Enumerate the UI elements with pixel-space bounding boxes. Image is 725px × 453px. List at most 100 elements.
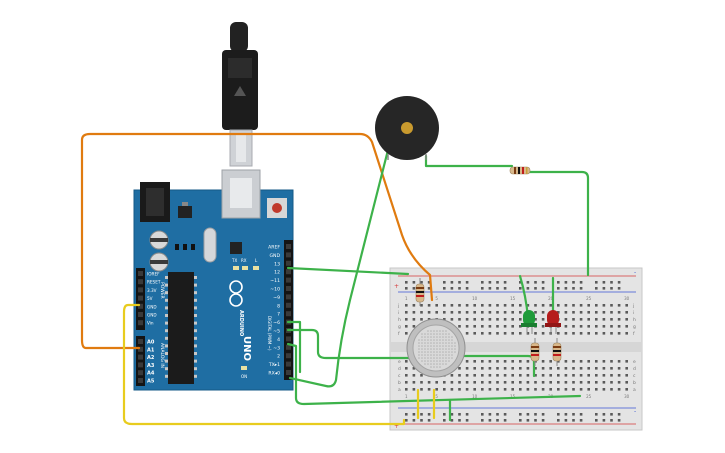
breadboard-hole[interactable] — [465, 374, 469, 377]
breadboard-hole[interactable] — [519, 360, 522, 363]
breadboard-hole[interactable] — [534, 332, 537, 335]
breadboard-hole[interactable] — [587, 360, 590, 363]
breadboard-hole[interactable] — [443, 419, 446, 422]
breadboard-hole[interactable] — [458, 374, 461, 377]
breadboard-hole[interactable] — [488, 419, 492, 422]
breadboard-hole[interactable] — [496, 374, 499, 377]
breadboard-hole[interactable] — [564, 311, 568, 314]
breadboard-hole[interactable] — [420, 311, 423, 314]
digital-pin-hole[interactable] — [286, 294, 291, 300]
breadboard-hole[interactable] — [488, 374, 492, 377]
breadboard-hole[interactable] — [488, 413, 492, 416]
breadboard-hole[interactable] — [564, 360, 568, 363]
green-wire-pin6[interactable] — [286, 320, 302, 374]
breadboard-hole[interactable] — [458, 381, 461, 384]
breadboard-hole[interactable] — [549, 360, 552, 363]
breadboard-hole[interactable] — [587, 367, 590, 370]
breadboard-hole[interactable] — [450, 311, 454, 314]
breadboard-hole[interactable] — [458, 325, 461, 328]
breadboard-hole[interactable] — [625, 381, 628, 384]
breadboard-hole[interactable] — [610, 374, 613, 377]
breadboard-hole[interactable] — [526, 388, 530, 391]
breadboard-hole[interactable] — [617, 381, 621, 384]
breadboard-hole[interactable] — [572, 304, 575, 307]
breadboard-hole[interactable] — [595, 367, 598, 370]
digital-pin-hole[interactable] — [286, 311, 291, 317]
breadboard-hole[interactable] — [405, 367, 408, 370]
breadboard-hole[interactable] — [496, 281, 499, 284]
breadboard-hole[interactable] — [465, 388, 469, 391]
digital-pin-hole[interactable] — [286, 252, 291, 258]
breadboard-hole[interactable] — [503, 281, 507, 284]
breadboard-hole[interactable] — [541, 311, 545, 314]
breadboard-hole[interactable] — [541, 360, 545, 363]
breadboard-hole[interactable] — [458, 419, 461, 422]
breadboard-hole[interactable] — [587, 374, 590, 377]
breadboard-hole[interactable] — [617, 332, 621, 335]
breadboard-hole[interactable] — [625, 332, 628, 335]
breadboard-hole[interactable] — [595, 332, 598, 335]
breadboard-hole[interactable] — [625, 318, 628, 321]
breadboard-hole[interactable] — [564, 367, 568, 370]
breadboard-hole[interactable] — [595, 419, 598, 422]
breadboard-hole[interactable] — [572, 388, 575, 391]
breadboard-hole[interactable] — [481, 381, 484, 384]
breadboard-hole[interactable] — [579, 413, 583, 416]
breadboard-hole[interactable] — [458, 281, 461, 284]
breadboard-hole[interactable] — [610, 388, 613, 391]
breadboard-hole[interactable] — [481, 332, 484, 335]
breadboard-hole[interactable] — [405, 332, 408, 335]
power-pin-hole[interactable] — [138, 295, 143, 301]
digital-pin-hole[interactable] — [286, 269, 291, 275]
breadboard-hole[interactable] — [526, 419, 530, 422]
breadboard-hole[interactable] — [564, 325, 568, 328]
breadboard-hole[interactable] — [405, 318, 408, 321]
breadboard-hole[interactable] — [435, 388, 438, 391]
breadboard-hole[interactable] — [519, 413, 522, 416]
breadboard-hole[interactable] — [602, 287, 606, 290]
breadboard-hole[interactable] — [541, 325, 545, 328]
breadboard-hole[interactable] — [541, 413, 545, 416]
breadboard-hole[interactable] — [450, 374, 454, 377]
breadboard-hole[interactable] — [481, 413, 484, 416]
breadboard-hole[interactable] — [534, 311, 537, 314]
breadboard-hole[interactable] — [465, 325, 469, 328]
breadboard-hole[interactable] — [458, 287, 461, 290]
breadboard-hole[interactable] — [587, 311, 590, 314]
breadboard-hole[interactable] — [564, 388, 568, 391]
breadboard-hole[interactable] — [405, 374, 408, 377]
analog-pin-hole[interactable] — [138, 339, 143, 344]
breadboard-hole[interactable] — [481, 281, 484, 284]
breadboard-hole[interactable] — [496, 311, 499, 314]
digital-pin-hole[interactable] — [286, 277, 291, 283]
breadboard-hole[interactable] — [405, 325, 408, 328]
breadboard-hole[interactable] — [557, 281, 560, 284]
breadboard-hole[interactable] — [625, 311, 628, 314]
breadboard-hole[interactable] — [526, 413, 530, 416]
breadboard-hole[interactable] — [557, 388, 560, 391]
breadboard-hole[interactable] — [450, 318, 454, 321]
breadboard-hole[interactable] — [465, 311, 469, 314]
breadboard-hole[interactable] — [443, 388, 446, 391]
breadboard-hole[interactable] — [427, 304, 431, 307]
breadboard-hole[interactable] — [610, 419, 613, 422]
breadboard-hole[interactable] — [617, 311, 621, 314]
breadboard-hole[interactable] — [465, 413, 469, 416]
breadboard-hole[interactable] — [496, 304, 499, 307]
breadboard-hole[interactable] — [458, 367, 461, 370]
breadboard-hole[interactable] — [511, 381, 514, 384]
breadboard-hole[interactable] — [435, 381, 438, 384]
breadboard-hole[interactable] — [412, 367, 416, 370]
breadboard-hole[interactable] — [564, 413, 568, 416]
breadboard-hole[interactable] — [579, 360, 583, 363]
breadboard-hole[interactable] — [450, 287, 454, 290]
breadboard-hole[interactable] — [610, 367, 613, 370]
breadboard-hole[interactable] — [473, 332, 476, 335]
breadboard-hole[interactable] — [541, 374, 545, 377]
breadboard-hole[interactable] — [541, 318, 545, 321]
breadboard-hole[interactable] — [579, 388, 583, 391]
breadboard-hole[interactable] — [465, 304, 469, 307]
breadboard-hole[interactable] — [602, 325, 606, 328]
breadboard-hole[interactable] — [534, 413, 537, 416]
